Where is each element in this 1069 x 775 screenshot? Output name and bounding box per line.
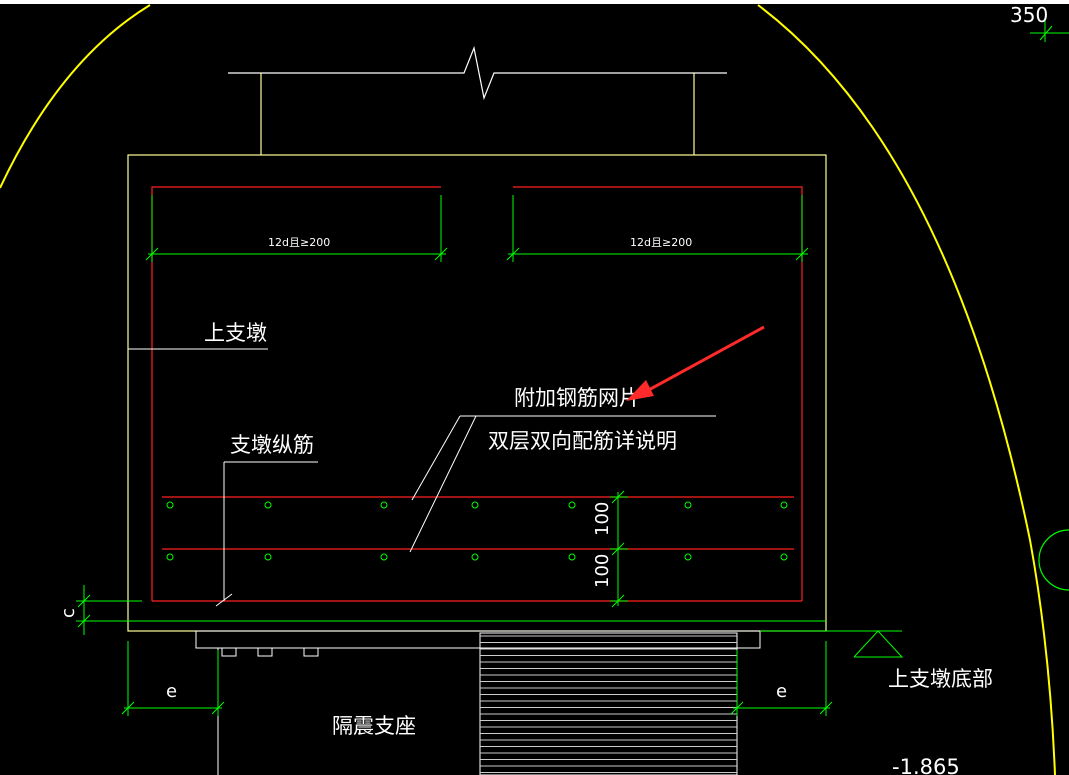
mesh-dot bbox=[471, 553, 479, 561]
mesh-dot bbox=[780, 553, 788, 561]
lap-dim-right-tick-a bbox=[506, 247, 520, 261]
mesh-dot bbox=[568, 501, 576, 509]
yellow-boundary-arc-right bbox=[757, 4, 1056, 775]
bearing-rubber-layers bbox=[479, 632, 738, 775]
e-right-tick-b bbox=[819, 701, 833, 715]
mesh-dot bbox=[166, 553, 174, 561]
mesh-dot bbox=[380, 501, 388, 509]
mesh-leader-a bbox=[411, 415, 461, 501]
pier-bottom-label: 上支墩底部 bbox=[888, 667, 993, 691]
bolt bbox=[257, 647, 273, 657]
e-right-tick-a bbox=[730, 701, 744, 715]
mesh-dot bbox=[264, 553, 272, 561]
mesh-label: 附加钢筋网片 bbox=[514, 386, 640, 410]
mesh-note-label: 双层双向配筋详说明 bbox=[488, 429, 677, 453]
mesh-dot bbox=[264, 501, 272, 509]
cover-dim-tick-b bbox=[77, 614, 91, 628]
long-bar-leader-tick bbox=[215, 593, 233, 607]
window-top-edge bbox=[0, 0, 1069, 4]
spacing-dim-tick-b bbox=[611, 542, 625, 556]
top-right-dim-tick bbox=[1039, 25, 1053, 41]
bearing-label: 隔震支座 bbox=[332, 714, 416, 738]
cover-dim-tick-a bbox=[77, 594, 91, 608]
lap-dim-left-tick-b bbox=[434, 247, 448, 261]
lap-dim-left-text: 12d且≥200 bbox=[268, 236, 330, 249]
mesh-dot bbox=[568, 553, 576, 561]
long-bar-label: 支墩纵筋 bbox=[230, 433, 314, 457]
spacing-dim-tick-c bbox=[611, 594, 625, 608]
lap-dim-right-text: 12d且≥200 bbox=[630, 236, 692, 249]
spacing-dim-text-2: 100 bbox=[592, 554, 613, 588]
e-left-text: e bbox=[166, 681, 177, 702]
top-right-dim-text: 350 bbox=[1010, 3, 1048, 27]
cover-dim-text: c bbox=[58, 608, 79, 618]
green-marker-circle bbox=[1038, 529, 1069, 591]
bearing-bolts bbox=[221, 647, 319, 657]
mesh-leader-b bbox=[409, 415, 477, 553]
e-left-tick-b bbox=[211, 701, 225, 715]
elevation-triangle bbox=[853, 630, 904, 658]
mesh-dot bbox=[684, 501, 692, 509]
spacing-dim-text-1: 100 bbox=[592, 502, 613, 536]
mesh-dot bbox=[684, 553, 692, 561]
mesh-dot bbox=[780, 501, 788, 509]
bolt bbox=[221, 647, 237, 657]
bolt bbox=[303, 647, 319, 657]
red-arrow-shaft bbox=[644, 325, 765, 394]
bearing-body-outline bbox=[479, 632, 738, 775]
mesh-bar-dots bbox=[166, 501, 788, 561]
spacing-dim-tick-a bbox=[611, 490, 625, 504]
column-break-line bbox=[228, 45, 727, 101]
mesh-dot bbox=[166, 501, 174, 509]
elevation-text: -1.865 bbox=[892, 755, 960, 775]
yellow-boundary-arc bbox=[0, 4, 151, 189]
red-arrow-head bbox=[626, 380, 654, 401]
lap-dim-left-tick-a bbox=[145, 247, 159, 261]
rebar-left-cage bbox=[151, 186, 441, 601]
lap-dim-right-tick-b bbox=[795, 247, 809, 261]
rebar-right-cage bbox=[513, 186, 803, 601]
e-right-text: e bbox=[776, 681, 787, 702]
mesh-dot bbox=[380, 553, 388, 561]
upper-pier-label: 上支墩 bbox=[204, 321, 267, 345]
mesh-dot bbox=[471, 501, 479, 509]
e-left-tick-a bbox=[121, 701, 135, 715]
bearing-top-plate bbox=[195, 630, 761, 649]
